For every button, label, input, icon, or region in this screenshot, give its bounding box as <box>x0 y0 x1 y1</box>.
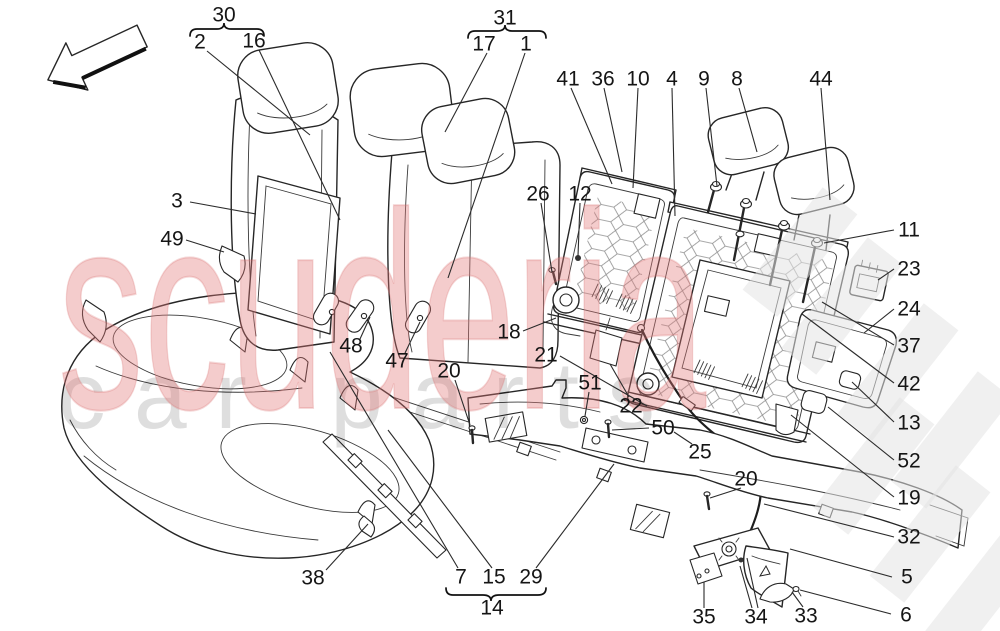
bracket-group-30 <box>189 22 265 37</box>
latch-cluster <box>689 527 802 608</box>
direction-arrow-icon <box>47 24 148 91</box>
group-brackets <box>189 22 547 602</box>
release-cable <box>636 323 762 548</box>
latch-bracket-49 <box>218 245 246 283</box>
watermark: car parts scuderia <box>57 155 1000 631</box>
screw-50 <box>604 419 612 439</box>
leader-lines <box>185 49 895 615</box>
headrest-left <box>237 42 339 134</box>
pin-b <box>732 197 753 262</box>
nut-51 <box>579 415 589 425</box>
washer-12 <box>575 255 581 261</box>
screw-20-left <box>468 425 476 445</box>
cushion-side-rail <box>322 433 447 559</box>
watermark-stripes <box>742 187 1000 631</box>
seat-frame-left <box>543 167 677 349</box>
bracket-group-14 <box>445 587 547 602</box>
nut-6 <box>792 585 802 597</box>
seat-back-assembly <box>81 42 561 369</box>
headrest-pins <box>706 180 824 304</box>
bracket-group-31 <box>467 24 547 39</box>
clip-52 <box>800 390 828 414</box>
bolt-9 <box>706 180 723 214</box>
watermark-red-text: scuderia <box>58 156 707 468</box>
screw-20-right <box>703 491 711 511</box>
headrest-8 <box>707 107 790 201</box>
